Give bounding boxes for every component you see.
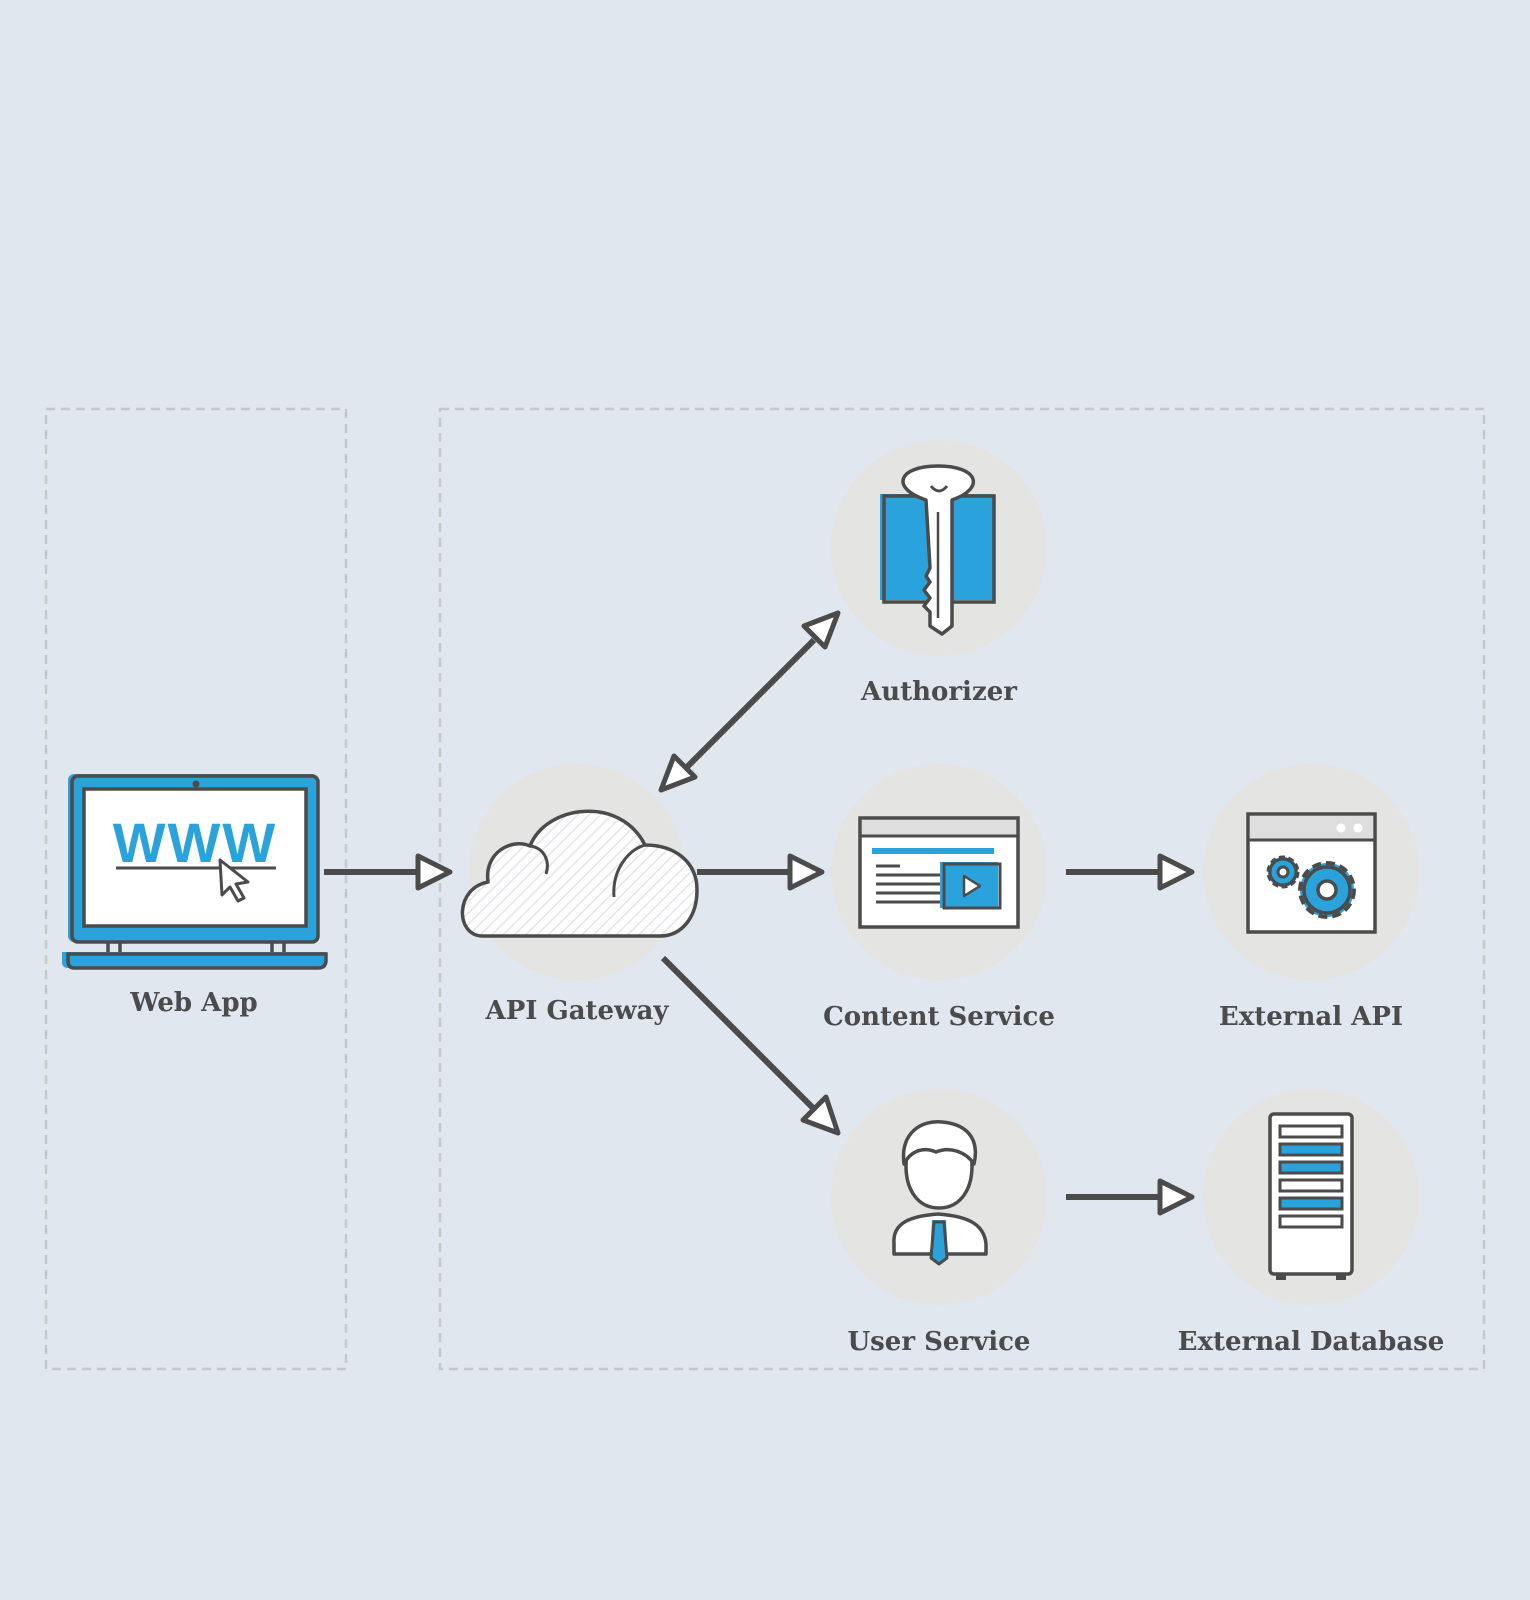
server-icon [1268, 1112, 1354, 1280]
gears-window-icon [1246, 812, 1377, 934]
www-screen-text: WWW [113, 811, 278, 874]
backend-group-boundary [438, 407, 1486, 1371]
arrow-user-to-database [1066, 1178, 1195, 1216]
node-user-service: User Service [831, 1089, 1047, 1357]
arrow-gateway-to-content [697, 853, 825, 891]
node-external-api: External API [1203, 764, 1419, 1032]
node-content-service: Content Service [823, 764, 1055, 1032]
label-api-gateway: API Gateway [485, 996, 670, 1026]
node-external-database: External Database [1178, 1089, 1445, 1357]
arrow-gateway-authorizer-bidirectional [658, 610, 841, 793]
arrow-gateway-to-user [660, 955, 841, 1136]
content-window-icon [858, 816, 1020, 929]
arrow-webapp-to-gateway [324, 853, 453, 891]
label-user-service: User Service [848, 1327, 1031, 1357]
laptop-www-icon: WWW [62, 774, 328, 970]
key-icon [880, 464, 996, 636]
user-icon [892, 1120, 988, 1266]
node-api-gateway: API Gateway [460, 764, 699, 1026]
label-external-database: External Database [1178, 1327, 1445, 1357]
cursor-icon [218, 858, 250, 903]
play-icon [962, 874, 982, 898]
cloud-icon [460, 809, 699, 938]
label-web-app: Web App [129, 988, 257, 1018]
label-content-service: Content Service [823, 1002, 1055, 1032]
arrow-content-to-external-api [1066, 853, 1195, 891]
node-authorizer: Authorizer [831, 440, 1047, 707]
label-external-api: External API [1219, 1002, 1403, 1032]
small-gear-icon [1266, 855, 1300, 889]
client-group-boundary [44, 407, 348, 1371]
large-gear-icon [1298, 861, 1356, 919]
node-web-app: WWW Web App [62, 774, 328, 1018]
label-authorizer: Authorizer [860, 677, 1017, 707]
